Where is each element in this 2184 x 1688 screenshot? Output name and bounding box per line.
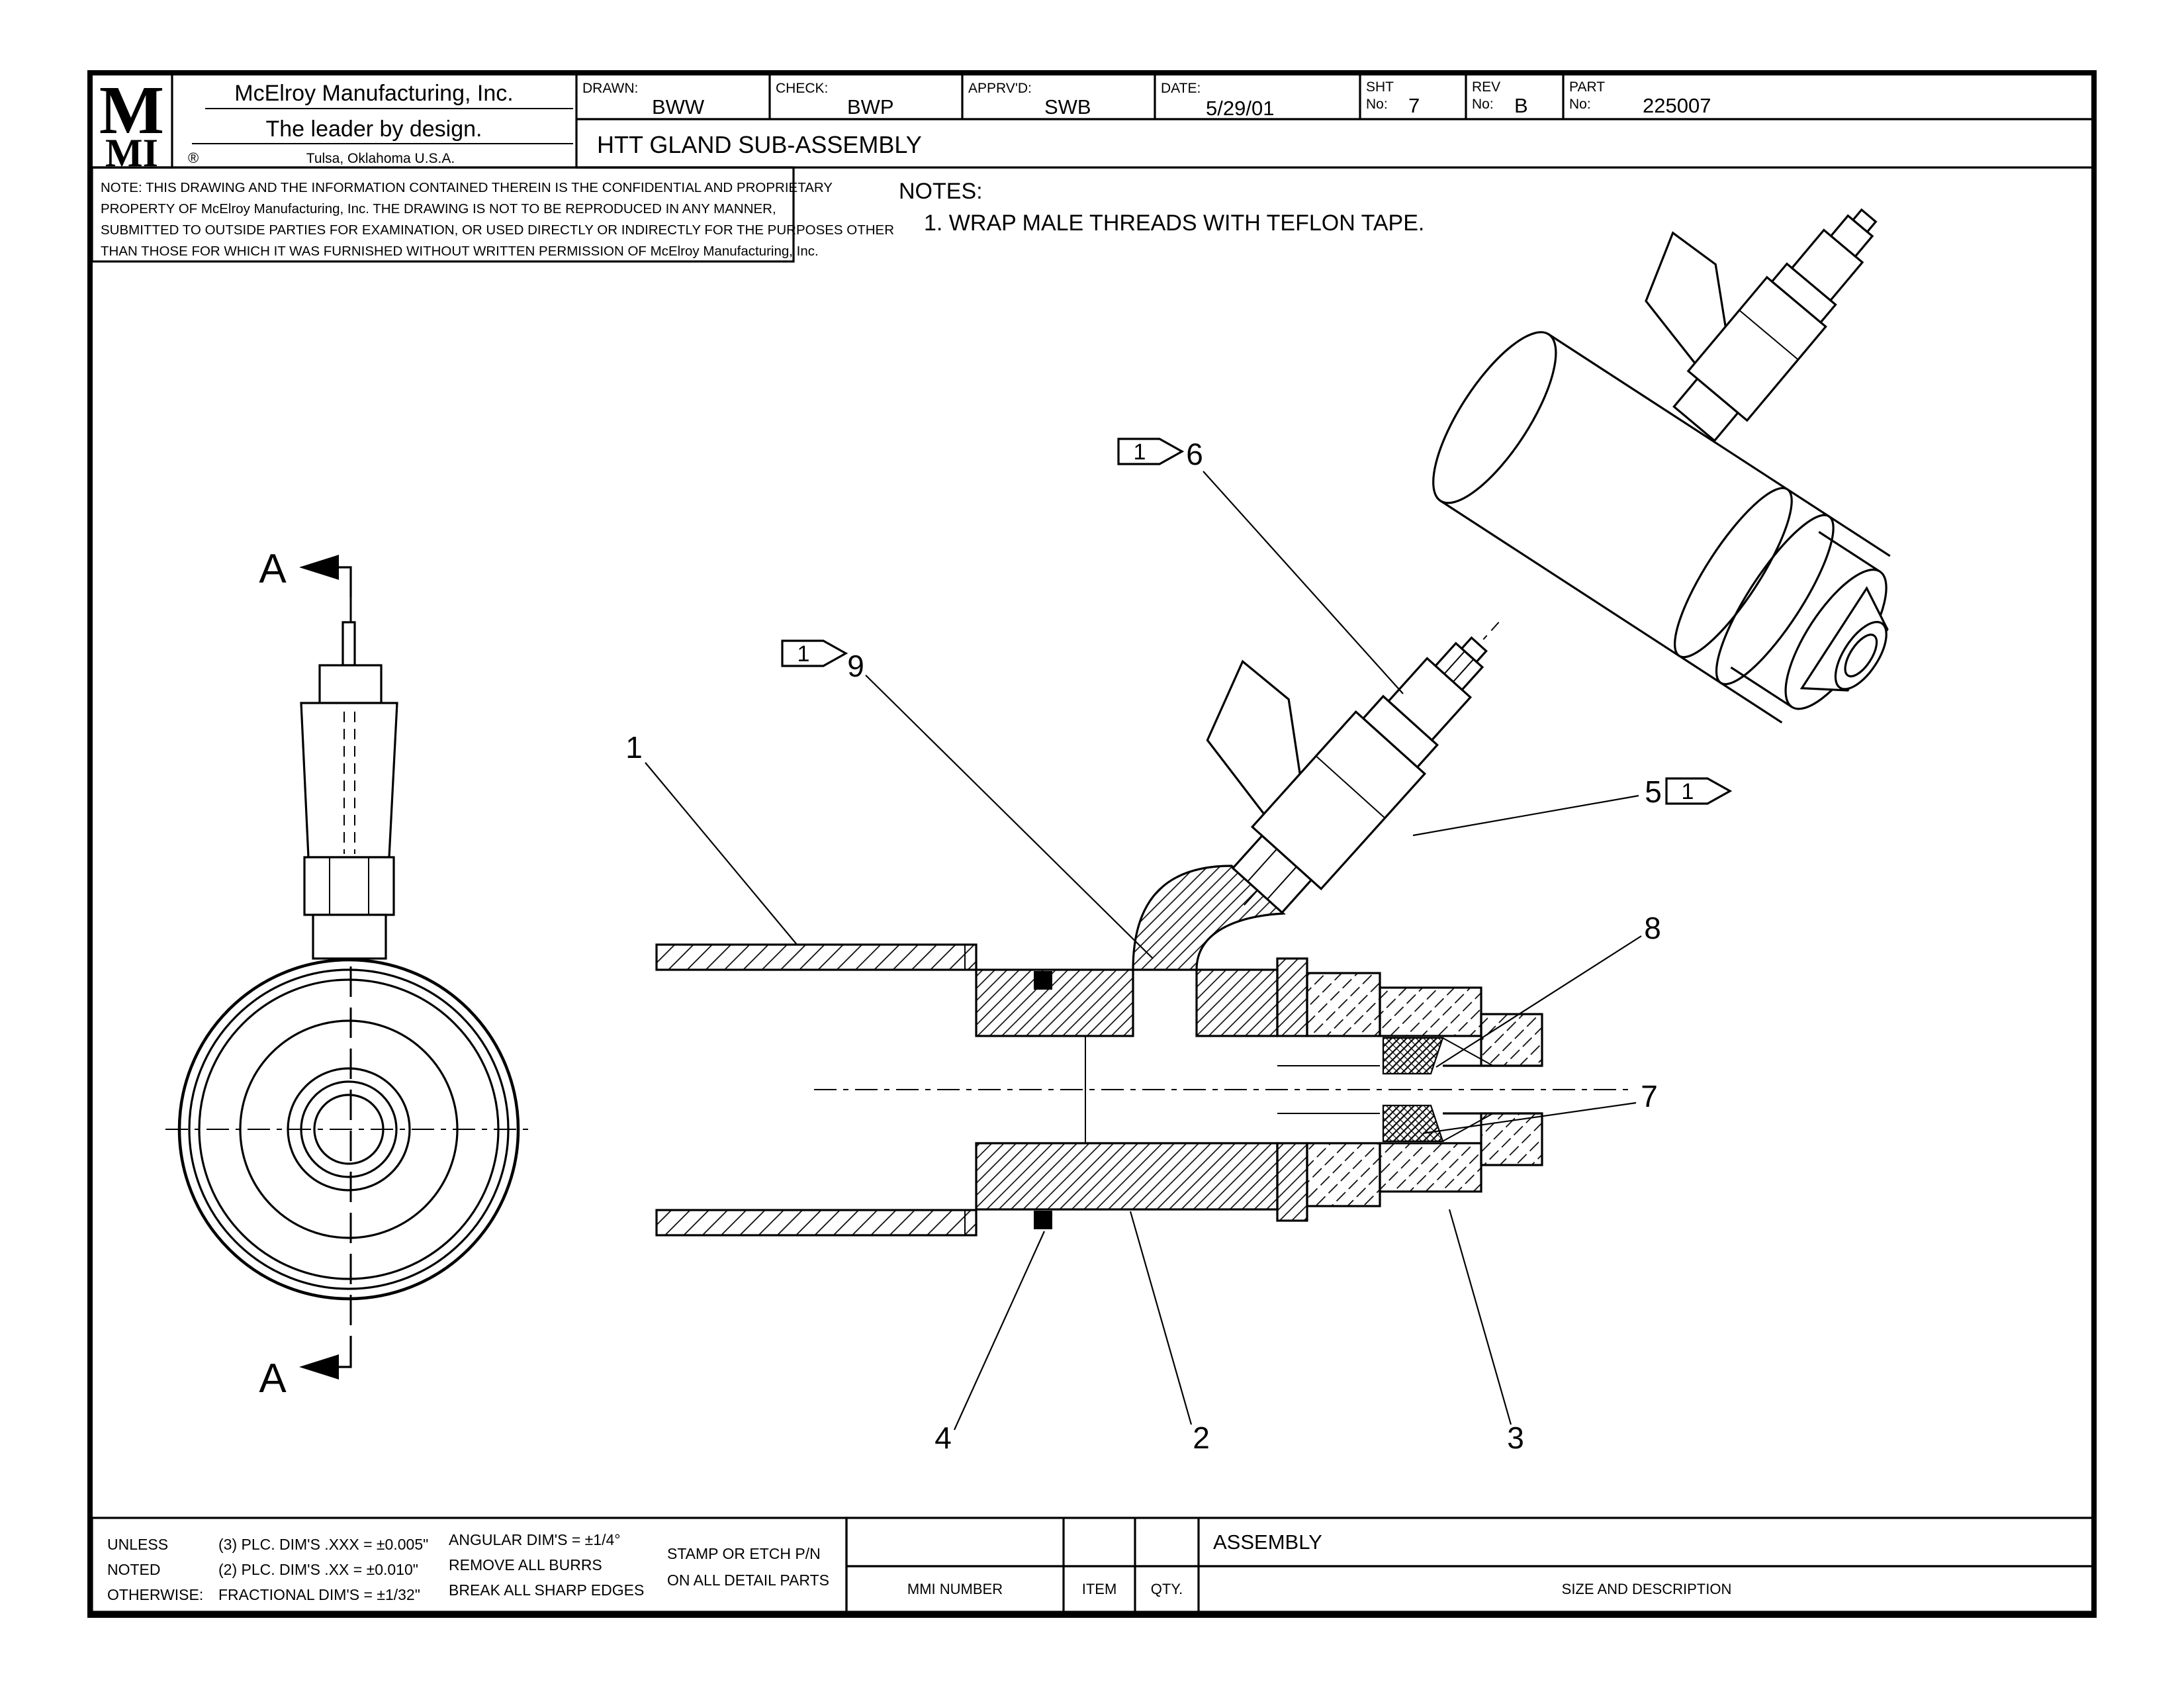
callout-8: 8 [1644, 911, 1661, 945]
section-label-top: A [259, 546, 287, 592]
isometric-view [1432, 208, 1891, 724]
company-tagline: The leader by design. [266, 117, 482, 142]
company-name: McElroy Manufacturing, Inc. [234, 81, 513, 106]
date-value: 5/29/01 [1206, 97, 1274, 120]
tol-col2-l3: FRACTIONAL DIM'S = ±1/32" [218, 1586, 420, 1603]
tol-col1-l1: UNLESS [107, 1536, 168, 1553]
confidential-note: NOTE: THIS DRAWING AND THE INFORMATION C… [91, 166, 894, 263]
note-flag-9: 1 [781, 639, 848, 667]
section-view [655, 622, 1629, 1237]
registered-mark: ® [188, 150, 199, 166]
tol-col1-l2: NOTED [107, 1561, 161, 1578]
qty-header: QTY. [1151, 1581, 1183, 1597]
section-arrow-bottom [299, 1354, 339, 1380]
notes-heading: NOTES: [899, 179, 983, 204]
tol-col4-l1: STAMP OR ETCH P/N [667, 1545, 821, 1562]
tol-col3-l2: REMOVE ALL BURRS [449, 1556, 602, 1573]
sht-no-label: No: [1366, 97, 1388, 112]
callout-3: 3 [1507, 1421, 1524, 1455]
drawing-title: HTT GLAND SUB-ASSEMBLY [597, 131, 922, 158]
size-desc-header: SIZE AND DESCRIPTION [1562, 1581, 1732, 1597]
parts-table: ASSEMBLY MMI NUMBER ITEM QTY. SIZE AND D… [845, 1517, 2095, 1613]
tol-col2-l2: (2) PLC. DIM'S .XX = ±0.010" [218, 1561, 418, 1578]
callout-7: 7 [1641, 1079, 1658, 1113]
notes-item-1: 1. WRAP MALE THREADS WITH TEFLON TAPE. [924, 211, 1424, 236]
mmi-number-header: MMI NUMBER [907, 1581, 1003, 1597]
callout-5: 5 [1645, 774, 1662, 809]
section-label-bottom: A [259, 1356, 287, 1401]
drawn-label: DRAWN: [582, 81, 638, 96]
part-no-label: No: [1569, 97, 1591, 112]
note-line-4: THAN THOSE FOR WHICH IT WAS FURNISHED WI… [101, 244, 819, 259]
part-bleed-valve [1206, 622, 1500, 914]
note-flag-5: 1 [1665, 777, 1733, 805]
part-gland-body [975, 957, 1308, 1222]
apprvd-label: APPRV'D: [968, 81, 1032, 96]
section-arrow-top [299, 555, 339, 580]
company-location: Tulsa, Oklahoma U.S.A. [306, 151, 455, 166]
item-header: ITEM [1082, 1581, 1117, 1597]
part-elbow [1132, 865, 1286, 971]
title-block: M MI McElroy Manufacturing, Inc. The lea… [90, 72, 2094, 175]
callout-2: 2 [1193, 1421, 1210, 1455]
rev-label: REV [1472, 79, 1500, 95]
iso-bleed-valve [1645, 208, 1878, 442]
note-line-3: SUBMITTED TO OUTSIDE PARTIES FOR EXAMINA… [101, 222, 894, 238]
callouts: 1 2 3 4 5 6 7 8 9 1 1 1 [625, 437, 1733, 1455]
assembly-cell: ASSEMBLY [1213, 1530, 1322, 1554]
sht-label: SHT [1366, 79, 1394, 95]
note-flag-6: 1 [1117, 438, 1185, 465]
tol-col1-l3: OTHERWISE: [107, 1586, 203, 1603]
sheet-border [87, 70, 2097, 1618]
callout-6: 6 [1186, 437, 1203, 471]
tol-col3-l3: BREAK ALL SHARP EDGES [449, 1581, 644, 1599]
tol-col2-l1: (3) PLC. DIM'S .XXX = ±0.005" [218, 1536, 428, 1553]
note-flag-label: 1 [797, 641, 810, 667]
tol-col4-l2: ON ALL DETAIL PARTS [667, 1571, 829, 1589]
callout-1: 1 [625, 730, 643, 765]
rev-value: B [1514, 94, 1528, 117]
general-notes: NOTES: 1. WRAP MALE THREADS WITH TEFLON … [899, 179, 1424, 236]
check-label: CHECK: [776, 81, 828, 96]
note-line-2: PROPERTY OF McElroy Manufacturing, Inc. … [101, 201, 776, 216]
part-orings [1034, 971, 1052, 1229]
tol-col3-l1: ANGULAR DIM'S = ±1/4° [449, 1531, 620, 1548]
note-flag-label: 1 [1134, 440, 1146, 465]
sht-value: 7 [1408, 94, 1420, 117]
date-label: DATE: [1161, 81, 1201, 96]
part-label: PART [1569, 79, 1605, 95]
logo-m: M [99, 72, 164, 148]
callout-4: 4 [934, 1421, 952, 1455]
side-view: A A [165, 546, 533, 1401]
part-value: 225007 [1643, 94, 1711, 117]
part-gland-nut [1306, 972, 1543, 1207]
rev-no-label: No: [1472, 97, 1494, 112]
note-flag-label: 1 [1682, 779, 1694, 804]
part-outer-tube [655, 943, 978, 1237]
drawn-value: BWW [652, 95, 705, 118]
apprvd-value: SWB [1044, 95, 1091, 118]
check-value: BWP [847, 95, 894, 118]
note-line-1: NOTE: THIS DRAWING AND THE INFORMATION C… [101, 180, 833, 195]
tolerance-block: UNLESS NOTED OTHERWISE: (3) PLC. DIM'S .… [91, 1517, 848, 1613]
callout-9: 9 [847, 649, 864, 683]
